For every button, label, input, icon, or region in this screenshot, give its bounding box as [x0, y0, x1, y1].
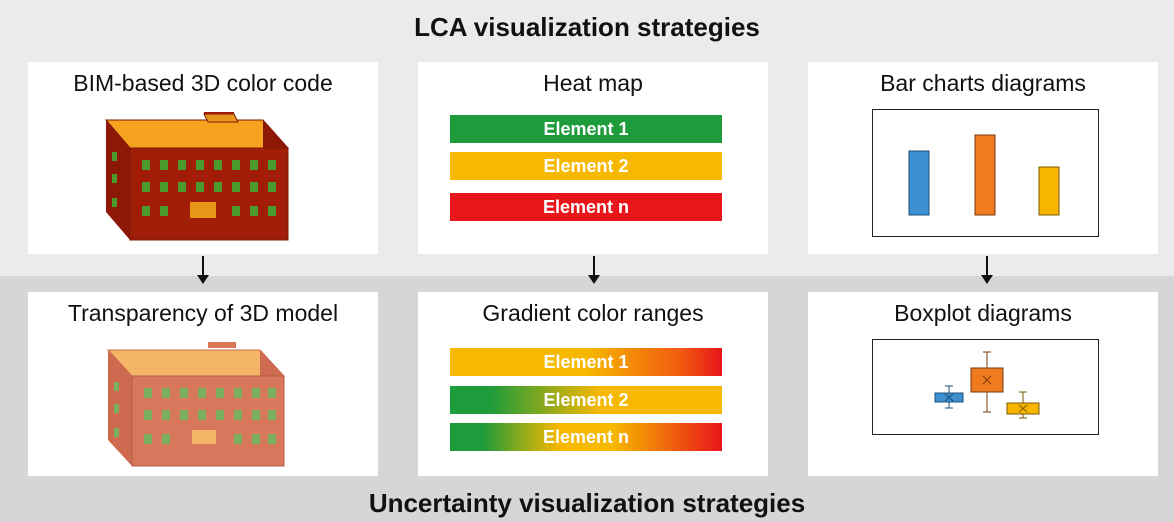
building-3d-model	[104, 112, 290, 241]
arrow-down-icon	[588, 256, 600, 284]
gradient-ranges-panel: Gradient color ranges Element 1 Element …	[418, 292, 768, 476]
arrow-down-icon	[981, 256, 993, 284]
panel-title: Bar charts diagrams	[880, 70, 1086, 96]
heat-map-panel: Heat map Element 1 Element 2 Element n	[418, 62, 768, 254]
bim-color-code-panel: BIM-based 3D color code	[28, 62, 378, 254]
boxplot-chart-icon	[934, 351, 1040, 419]
transparent-building-model	[106, 342, 286, 467]
heatmap-bar-element-n: Element n	[450, 193, 722, 221]
lca-section-title: LCA visualization strategies	[414, 12, 760, 42]
panel-title: Gradient color ranges	[482, 300, 704, 326]
panel-title: BIM-based 3D color code	[73, 70, 333, 96]
gradient-bar-element-2: Element 2	[450, 386, 722, 414]
boxplot-frame	[872, 339, 1099, 435]
boxplot-panel: Boxplot diagrams	[808, 292, 1158, 476]
gradient-bar-element-1: Element 1	[450, 348, 722, 376]
heatmap-bar-element-1: Element 1	[450, 115, 722, 143]
heatmap-bar-element-2: Element 2	[450, 152, 722, 180]
bar-chart-icon	[908, 134, 1060, 216]
gradient-bar-element-n: Element n	[450, 423, 722, 451]
arrow-down-icon	[197, 256, 209, 284]
bar-chart-frame	[872, 109, 1099, 237]
panel-title: Transparency of 3D model	[67, 300, 339, 326]
transparency-panel: Transparency of 3D model	[28, 292, 378, 476]
uncertainty-section-title: Uncertainty visualization strategies	[368, 488, 806, 518]
panel-title: Heat map	[543, 70, 643, 96]
panel-title: Boxplot diagrams	[894, 300, 1072, 326]
bar-charts-panel: Bar charts diagrams	[808, 62, 1158, 254]
